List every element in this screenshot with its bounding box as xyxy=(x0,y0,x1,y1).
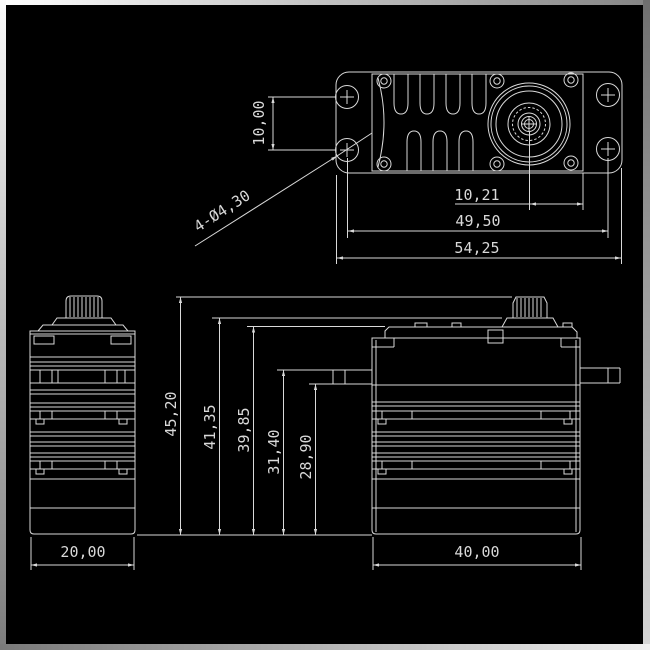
collar-step-1 xyxy=(51,317,117,326)
collar-step-2 xyxy=(36,324,130,332)
top-view xyxy=(335,71,623,174)
dim-hole-spacing-horizontal: 49,50 xyxy=(455,212,500,230)
dim-hole-callout: 4-Ø4,30 xyxy=(191,186,254,235)
top-plate xyxy=(384,326,578,338)
wire-clip xyxy=(487,329,504,344)
front-collar xyxy=(501,317,559,328)
flange-outline xyxy=(335,71,623,174)
mount-holes xyxy=(335,83,620,162)
dim-shaft-to-edge: 10,21 xyxy=(454,186,499,204)
frame-edge-left xyxy=(0,0,6,650)
front-body xyxy=(371,337,581,535)
frame-edge-right xyxy=(643,0,650,650)
spline-knurl-ring xyxy=(512,107,546,141)
side-fins xyxy=(30,333,135,509)
frame-edge-top xyxy=(0,0,650,5)
dim-height-tab-top: 31,40 xyxy=(265,429,283,474)
front-view xyxy=(332,296,621,535)
heatsink-slots xyxy=(393,74,487,171)
gear-center-cross xyxy=(521,116,537,132)
dim-side-width: 20,00 xyxy=(60,543,105,561)
dim-height-collar: 41,35 xyxy=(201,404,219,449)
side-body xyxy=(29,330,136,535)
dim-height-overall: 45,20 xyxy=(162,391,180,436)
side-view xyxy=(29,295,136,535)
dimension-lines xyxy=(30,96,622,570)
dim-height-tab-bottom: 28,90 xyxy=(297,434,315,479)
mount-tabs xyxy=(332,367,621,385)
case-outline xyxy=(371,73,584,172)
case-screws xyxy=(376,72,579,172)
dim-overall-width: 54,25 xyxy=(454,239,499,257)
dim-hole-spacing-vertical: 10,00 xyxy=(250,100,268,145)
case-left-arc xyxy=(377,77,385,168)
frame-edge-bottom xyxy=(0,644,650,650)
dim-height-case: 39,85 xyxy=(235,407,253,452)
dim-front-width: 40,00 xyxy=(454,543,499,561)
front-spline-shaft xyxy=(512,296,548,318)
front-fins xyxy=(372,384,580,509)
spline-shaft xyxy=(65,295,103,318)
